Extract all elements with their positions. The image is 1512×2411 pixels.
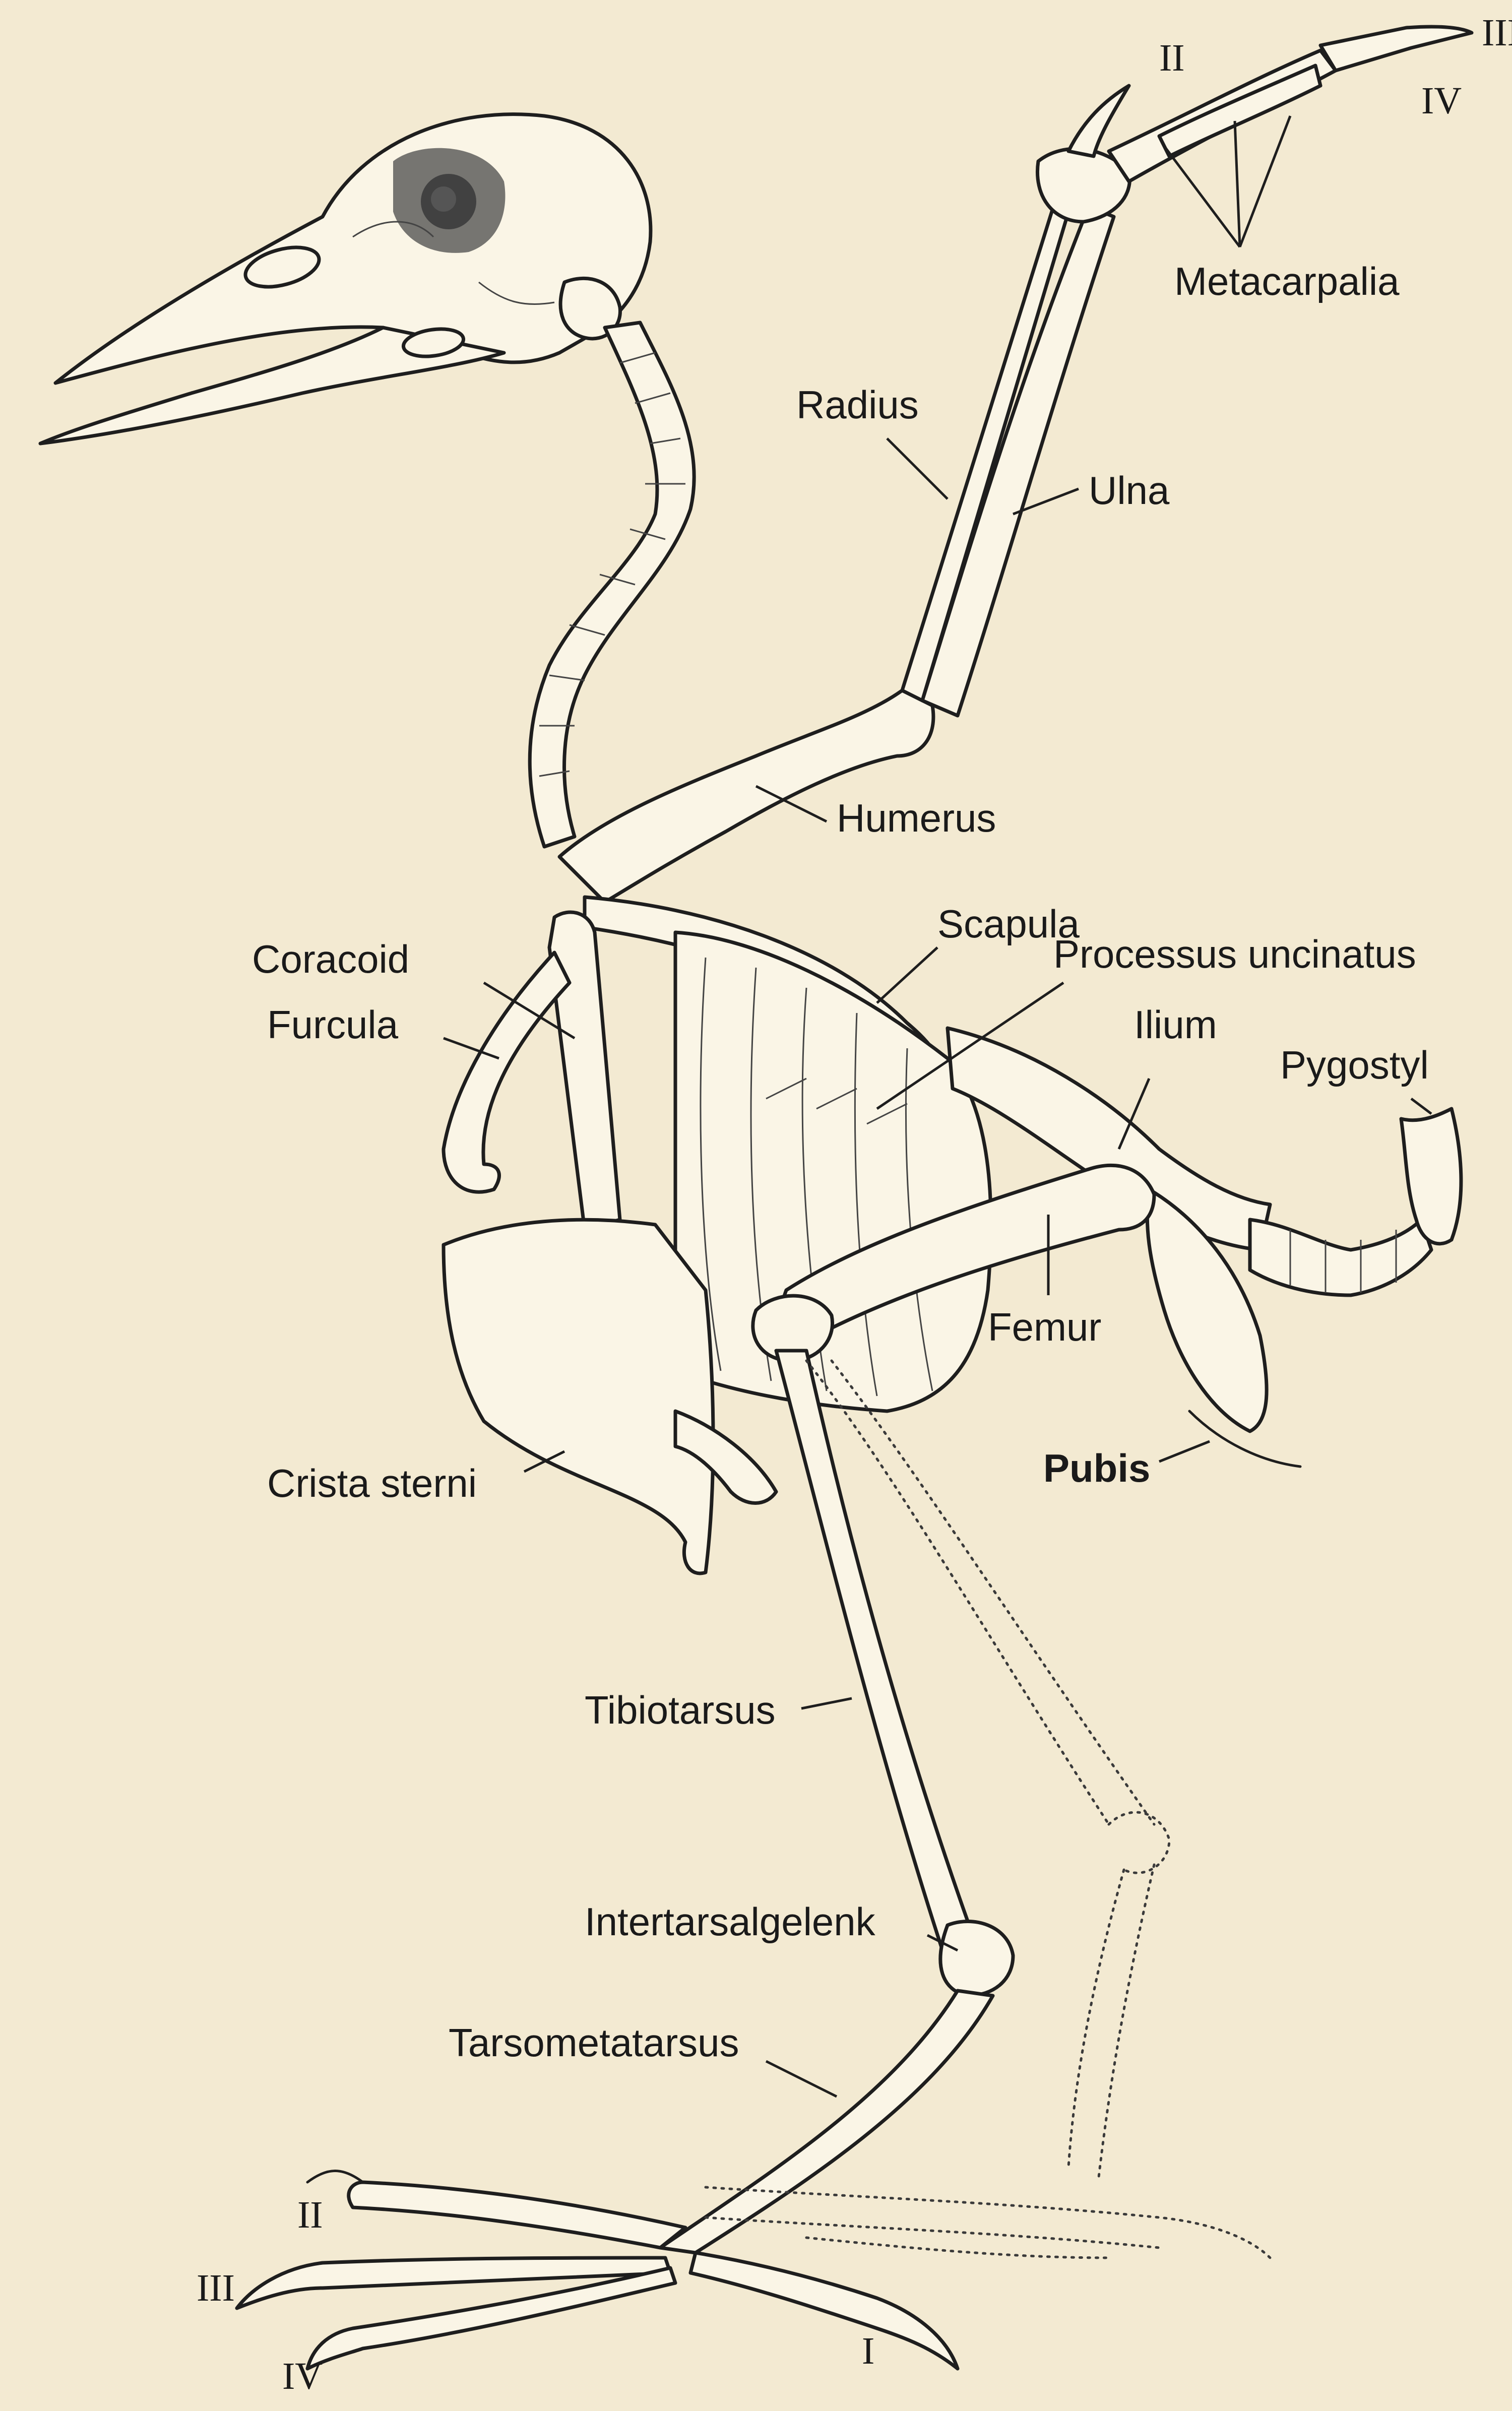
pygostyl-bone — [1399, 1107, 1463, 1246]
label-femur: Femur — [988, 1305, 1101, 1349]
numeral-wing-iii: III — [1482, 12, 1512, 54]
leader-intertarsal — [926, 1934, 959, 1952]
leader-ulna — [1013, 487, 1079, 516]
crista-sterni-bone — [442, 1218, 715, 1575]
label-crista-sterni: Crista sterni — [267, 1461, 477, 1505]
leader-pubis — [1159, 1440, 1210, 1463]
leader-tarsometatarsus — [765, 2060, 838, 2098]
label-scapula: Scapula — [937, 902, 1080, 946]
label-radius: Radius — [796, 383, 919, 427]
label-processus-uncinatus: Processus uncinatus — [1053, 932, 1416, 976]
leader-coracoid — [483, 981, 576, 1040]
wing — [557, 25, 1474, 904]
label-pygostyl: Pygostyl — [1280, 1043, 1429, 1087]
labels: Metacarpalia Radius Ulna Humerus Scapula… — [252, 259, 1429, 2065]
numeral-toe-ii: II — [297, 2194, 323, 2236]
skull — [38, 112, 653, 446]
label-ilium: Ilium — [1134, 1002, 1217, 1047]
leader-radius — [886, 437, 949, 500]
tibiotarsus-bone — [774, 1349, 975, 1952]
label-intertarsalgelenk: Intertarsalgelenk — [585, 1899, 876, 1944]
leader-scapula — [876, 946, 938, 1004]
leader-crista — [523, 1450, 565, 1473]
leader-pygostyl — [1410, 1098, 1432, 1115]
leader-tibiotarsus — [801, 1697, 852, 1710]
numeral-toe-i: I — [862, 2330, 874, 2372]
label-pubis: Pubis — [1043, 1446, 1150, 1490]
leader-lines — [443, 115, 1432, 2098]
humerus-bone — [557, 688, 935, 904]
label-metacarpalia: Metacarpalia — [1174, 259, 1400, 303]
label-coracoid: Coracoid — [252, 937, 409, 981]
label-tarsometatarsus: Tarsometatarsus — [449, 2020, 739, 2065]
label-humerus: Humerus — [837, 796, 996, 840]
numeral-toe-iv: IV — [282, 2355, 323, 2397]
leader-ilium — [1117, 1078, 1151, 1150]
label-ulna: Ulna — [1089, 468, 1170, 513]
trunk — [442, 895, 1463, 1575]
numeral-toe-iii: III — [197, 2267, 235, 2309]
leader-humerus — [755, 785, 828, 823]
pubis-bone — [1145, 1187, 1269, 1433]
digit-numerals: II III IV II III IV I — [197, 12, 1512, 2397]
leader-metacarpalia — [1163, 145, 1241, 248]
ulna-bone — [920, 205, 1116, 718]
label-furcula: Furcula — [267, 1002, 399, 1047]
legs — [235, 1163, 1272, 2371]
leader-furcula — [443, 1037, 499, 1060]
label-tibiotarsus: Tibiotarsus — [585, 1688, 776, 1732]
leader-processus — [876, 981, 1064, 1110]
numeral-wing-ii: II — [1159, 37, 1185, 79]
cervical-vertebrae — [528, 321, 696, 849]
furcula-bone — [442, 950, 572, 1194]
numeral-wing-iv: IV — [1421, 80, 1462, 122]
